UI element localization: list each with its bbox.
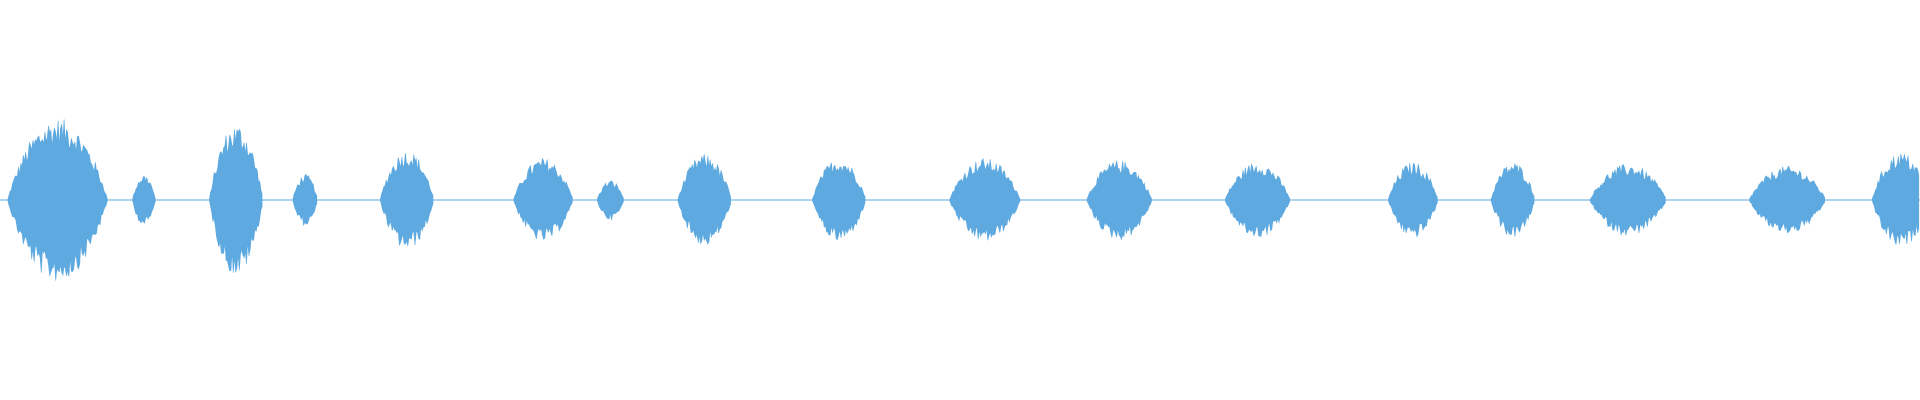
waveform-burst <box>1086 160 1152 241</box>
waveform-burst <box>513 157 573 240</box>
waveform-burst <box>1589 164 1666 236</box>
waveform-burst <box>1748 165 1825 234</box>
waveform-burst <box>379 153 434 247</box>
waveform-bursts <box>7 119 1920 281</box>
waveform-burst <box>292 173 318 226</box>
waveform-burst <box>596 180 624 220</box>
waveform-burst <box>1490 162 1535 237</box>
waveform-burst <box>811 162 866 241</box>
waveform-burst <box>1224 163 1291 238</box>
waveform-burst <box>132 176 156 224</box>
waveform-burst <box>7 119 108 281</box>
waveform-burst <box>949 158 1021 241</box>
waveform-burst <box>1387 162 1438 238</box>
waveform-burst <box>208 128 263 273</box>
waveform-burst <box>677 154 731 245</box>
waveform-burst <box>1871 153 1920 245</box>
